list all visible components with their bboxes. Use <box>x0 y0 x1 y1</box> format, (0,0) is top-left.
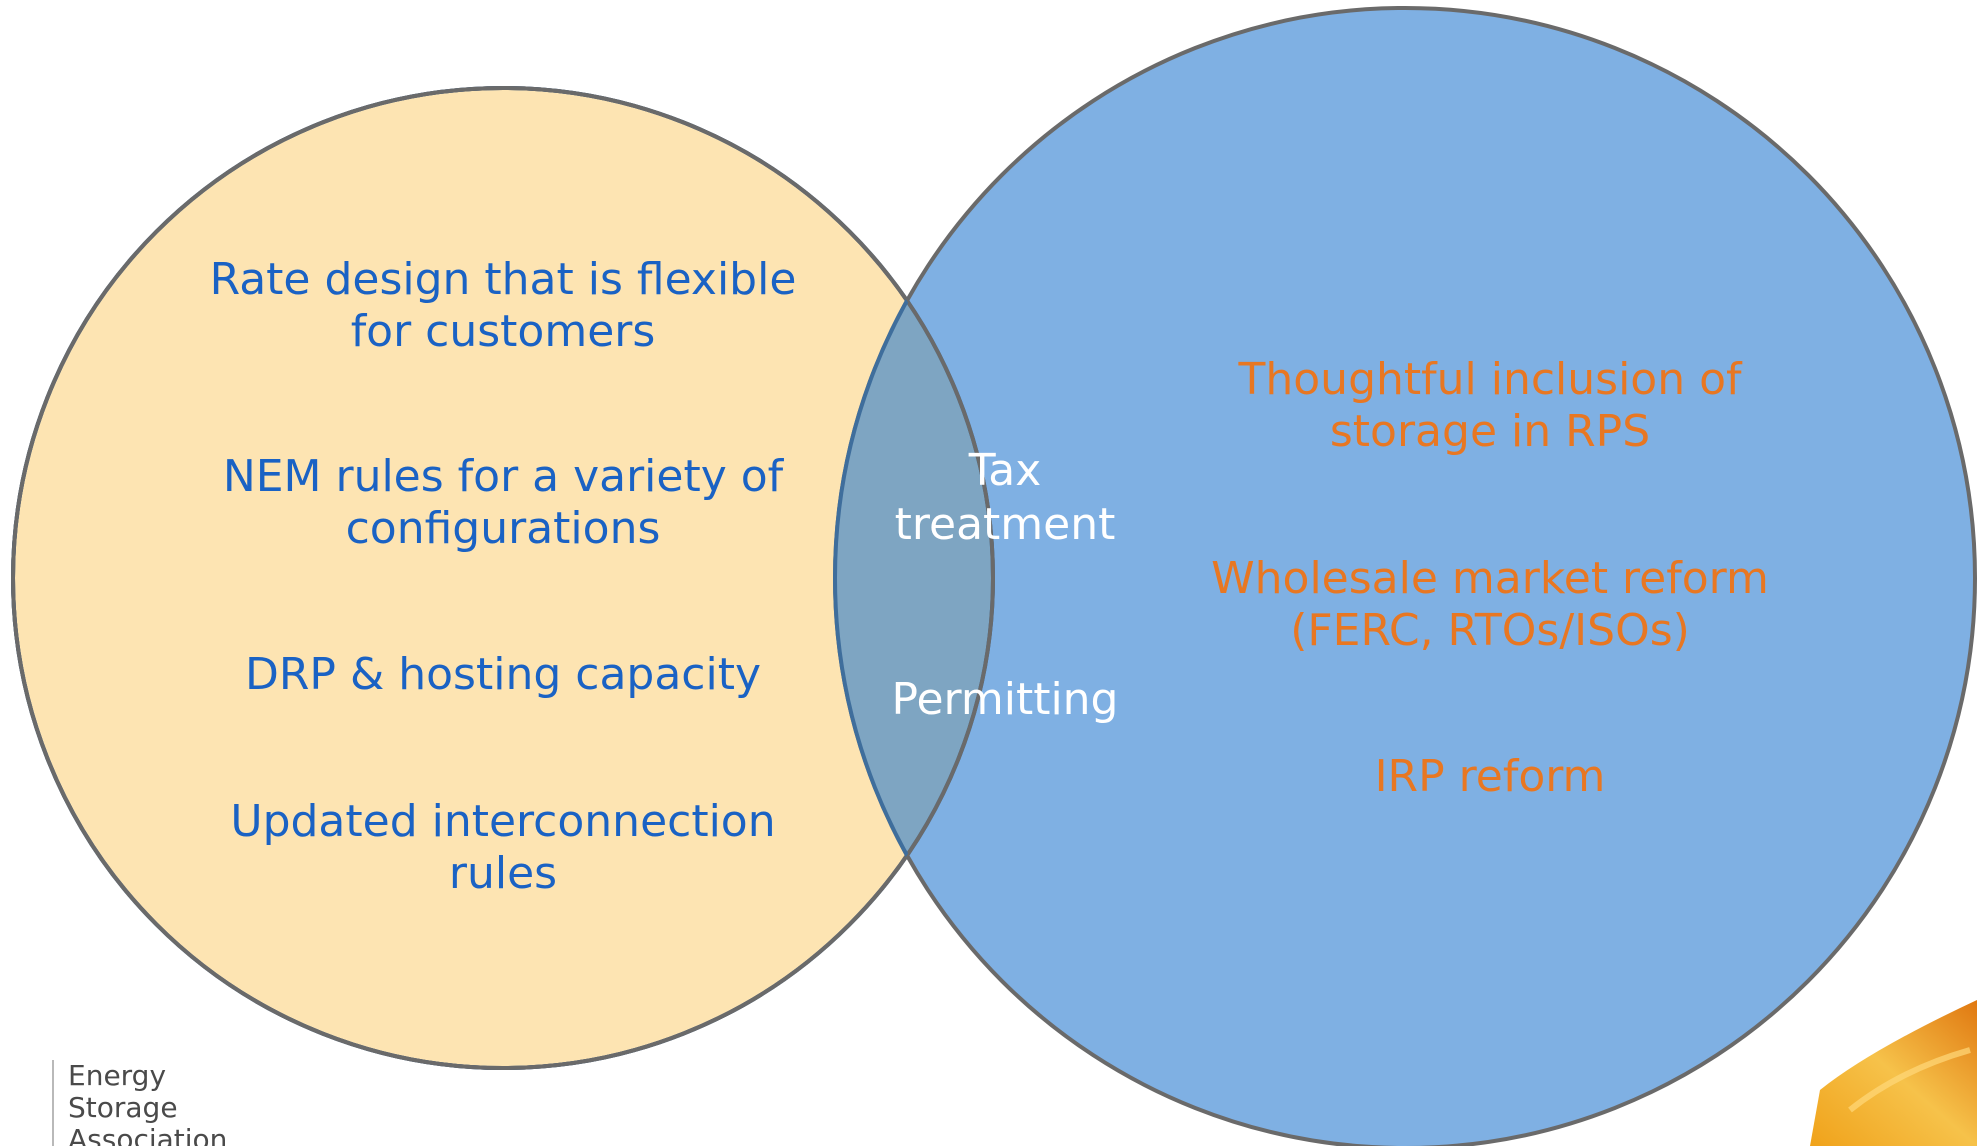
right-circle-inner-arc <box>833 88 993 1068</box>
logo-line-storage: Storage <box>68 1091 178 1124</box>
right-item-irp: IRP reform <box>1374 751 1606 802</box>
left-item-nem-rules: NEM rules for a variety of configuration… <box>222 451 784 554</box>
left-item-interconnection: Updated interconnection rules <box>230 796 776 899</box>
energy-storage-association-logo: Energy Storage Association <box>52 1060 227 1146</box>
logo-line-energy: Energy <box>68 1060 167 1092</box>
right-item-wholesale: Wholesale market reform (FERC, RTOs/ISOs… <box>1211 553 1769 656</box>
overlap-item-permitting: Permitting <box>891 674 1119 725</box>
orange-swoosh-graphic-icon <box>1810 1000 1977 1146</box>
logo-line-association: Association <box>68 1123 228 1146</box>
overlap-item-tax-treatment: Tax treatment <box>894 445 1116 550</box>
left-circle-stroke <box>11 86 995 1070</box>
left-item-rate-design: Rate design that is flexible for custome… <box>209 254 797 357</box>
right-item-rps: Thoughtful inclusion of storage in RPS <box>1238 354 1742 457</box>
left-item-drp: DRP & hosting capacity <box>244 649 762 700</box>
